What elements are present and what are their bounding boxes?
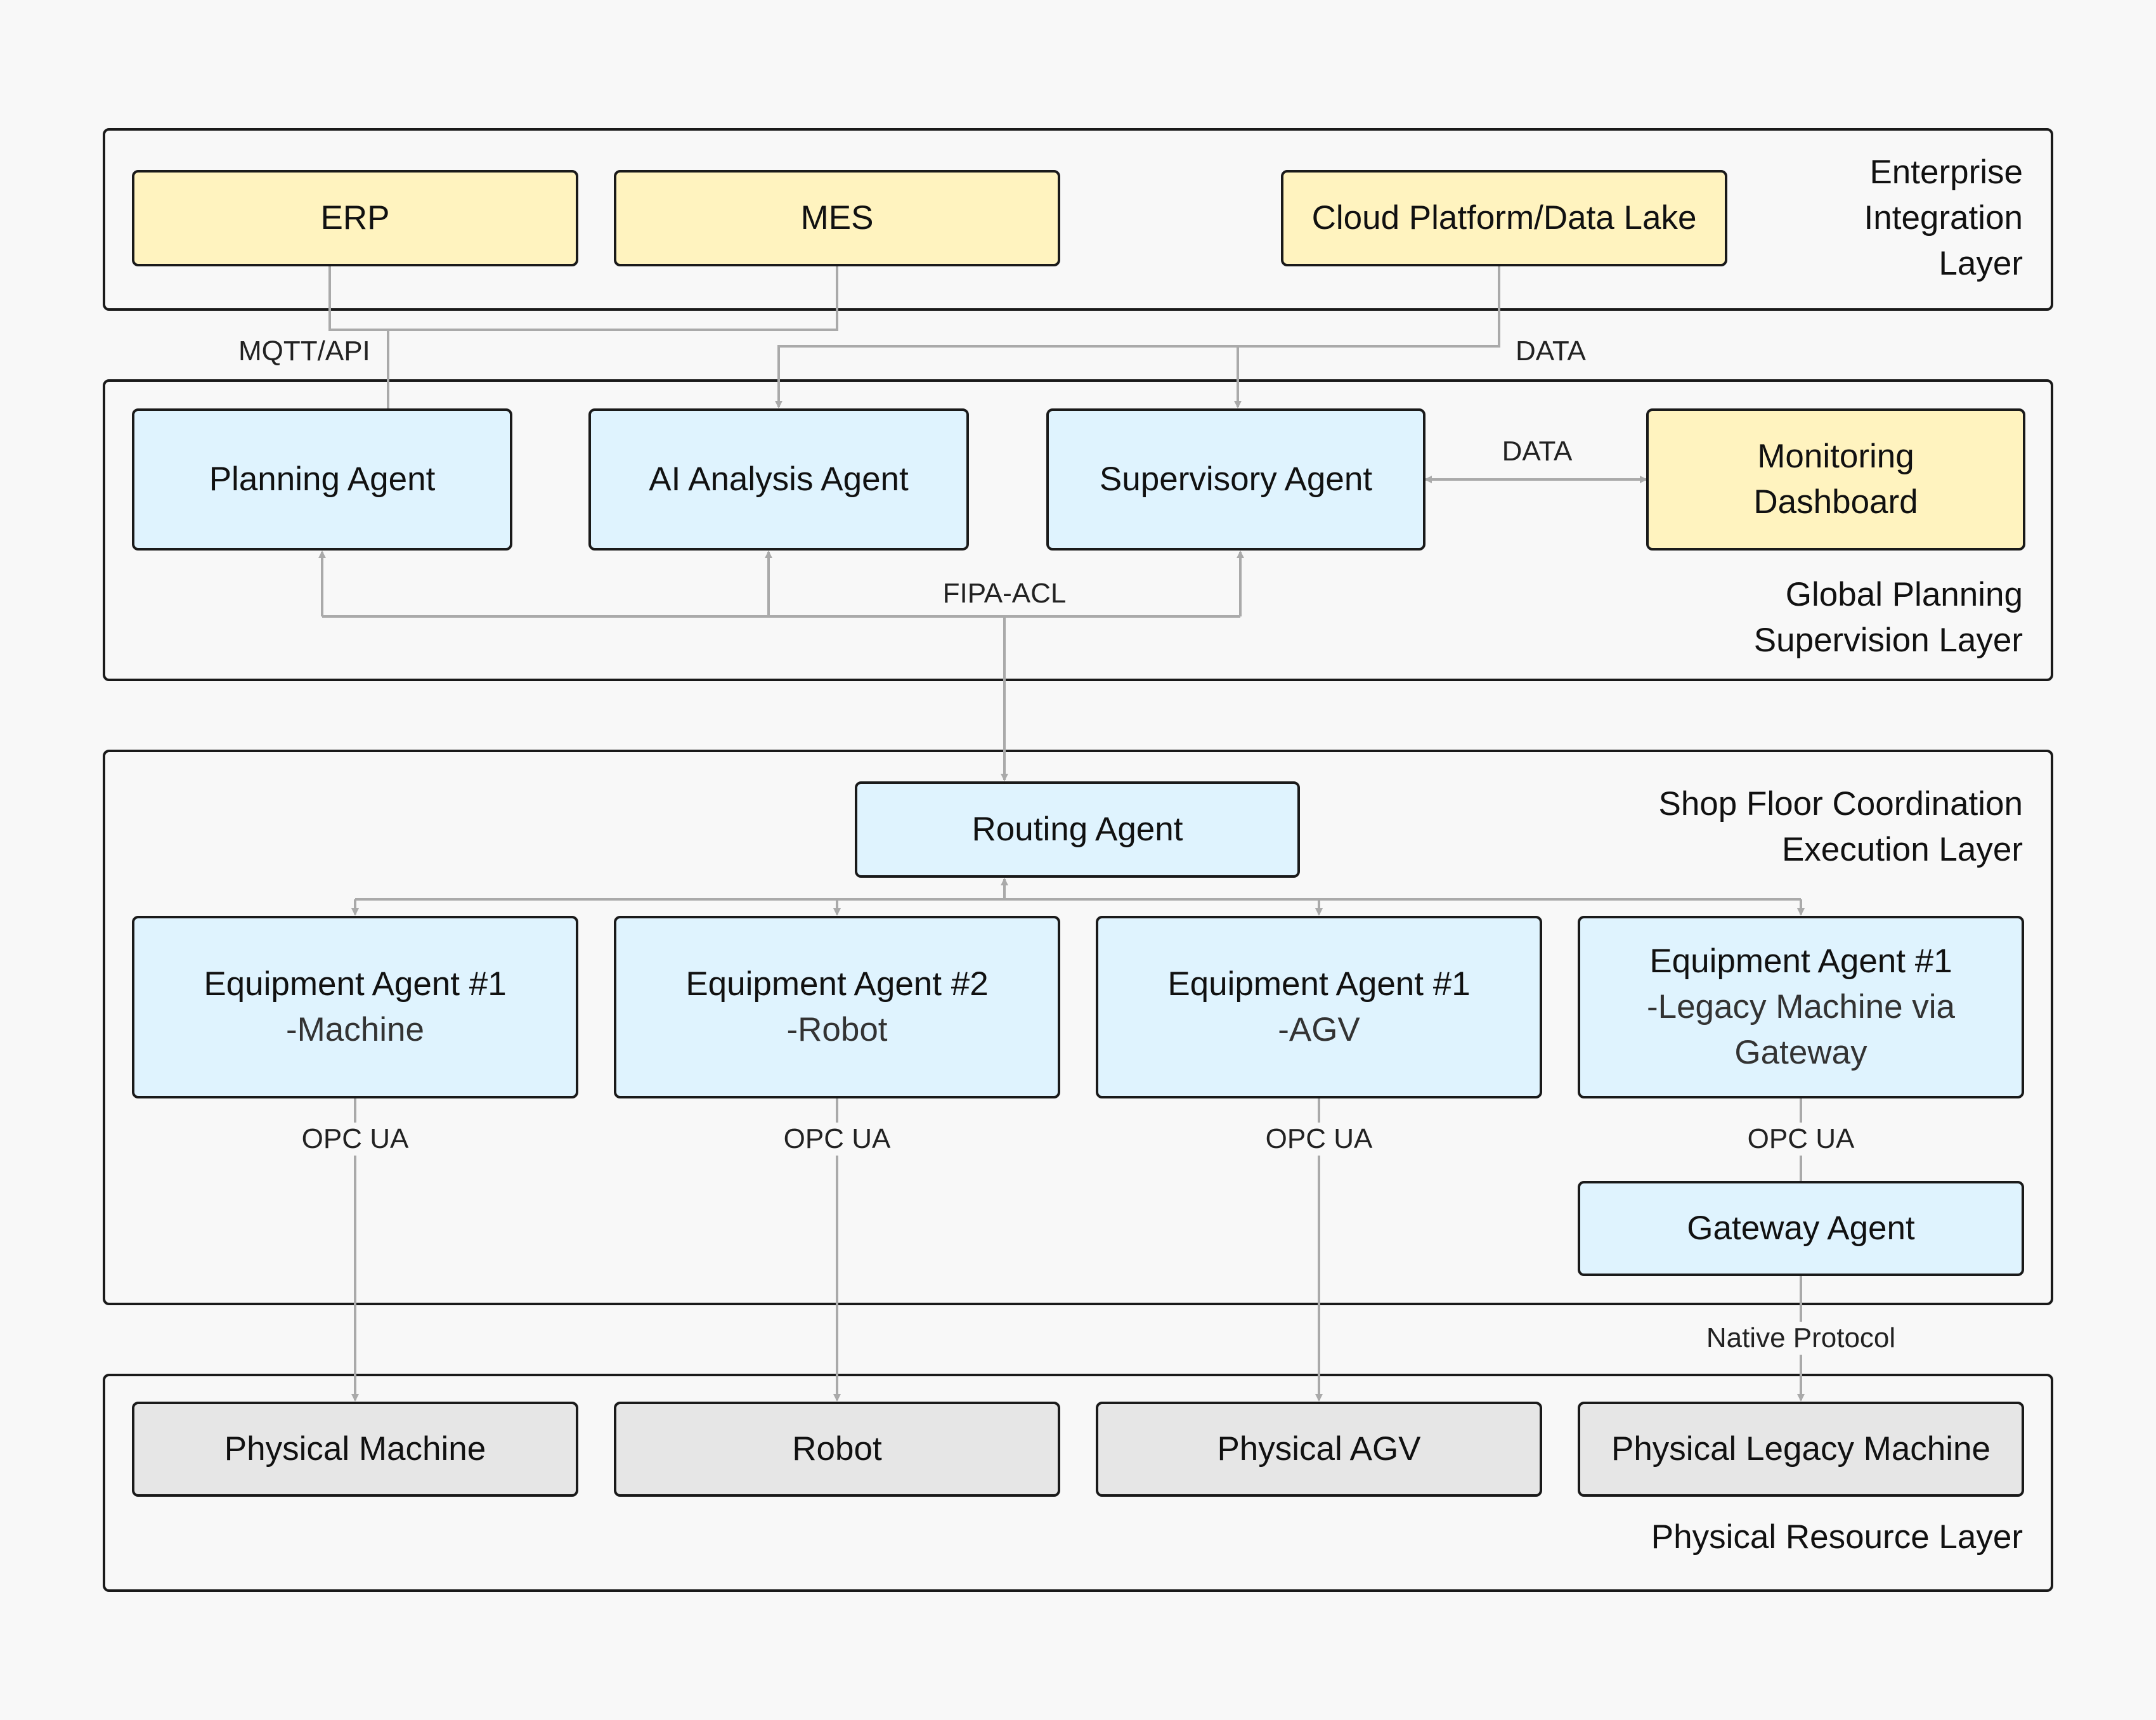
opc-ua-label: OPC UA — [1743, 1123, 1859, 1156]
data-label: DATA — [1502, 436, 1573, 467]
node-title: Equipment Agent #1 — [1167, 965, 1471, 1003]
node-label: AI Analysis Agent — [649, 460, 909, 498]
ai-analysis-agent-node[interactable]: AI Analysis Agent — [588, 408, 969, 551]
node-subtitle: -Robot — [786, 1011, 888, 1048]
layer-title-line: Shop Floor Coordination — [1658, 785, 2023, 823]
layer-title-line: Global Planning — [1785, 576, 2023, 613]
node-label: Cloud Platform/Data Lake — [1311, 199, 1697, 237]
equipment-agent-robot-node[interactable]: Equipment Agent #2 -Robot — [614, 916, 1060, 1098]
opc-ua-label: OPC UA — [1261, 1123, 1377, 1156]
physical-machine-node[interactable]: Physical Machine — [132, 1402, 578, 1497]
node-subtitle: -AGV — [1278, 1011, 1360, 1048]
robot-node[interactable]: Robot — [614, 1402, 1060, 1497]
node-label: Physical Machine — [224, 1430, 486, 1468]
node-subtitle: -Machine — [286, 1011, 424, 1048]
data-label: DATA — [1516, 336, 1586, 367]
erp-node[interactable]: ERP — [132, 170, 578, 266]
routing-agent-node[interactable]: Routing Agent — [855, 781, 1300, 878]
node-label: Supervisory Agent — [1099, 460, 1373, 498]
layer-title-line: Physical Resource Layer — [1651, 1518, 2023, 1556]
equipment-agent-legacy-node[interactable]: Equipment Agent #1 -Legacy Machine via G… — [1578, 916, 2024, 1098]
layer-title-line: Integration — [1864, 199, 2023, 237]
cloud-platform-node[interactable]: Cloud Platform/Data Lake — [1281, 170, 1727, 266]
physical-agv-node[interactable]: Physical AGV — [1096, 1402, 1542, 1497]
node-label: Dashboard — [1753, 483, 1918, 521]
mqtt-api-label: MQTT/API — [238, 336, 370, 367]
node-label: Gateway Agent — [1687, 1209, 1915, 1247]
data-connector — [775, 265, 1500, 408]
node-subtitle: Gateway — [1734, 1034, 1867, 1071]
native-protocol-label: Native Protocol — [1702, 1322, 1900, 1355]
layer-title: Global Planning Supervision Layer — [1754, 572, 2023, 663]
equipment-agent-machine-node[interactable]: Equipment Agent #1 -Machine — [132, 916, 578, 1098]
node-label: MES — [800, 199, 874, 237]
opc-ua-label: OPC UA — [297, 1123, 413, 1156]
node-label: Monitoring — [1757, 438, 1914, 475]
planning-agent-node[interactable]: Planning Agent — [132, 408, 512, 551]
equipment-agent-agv-node[interactable]: Equipment Agent #1 -AGV — [1096, 916, 1542, 1098]
layer-title-line: Execution Layer — [1781, 831, 2023, 868]
node-title: Equipment Agent #1 — [1649, 942, 1952, 980]
node-label: Robot — [792, 1430, 882, 1468]
supervisory-agent-node[interactable]: Supervisory Agent — [1046, 408, 1425, 551]
node-subtitle: -Legacy Machine via — [1646, 988, 1956, 1026]
node-label: Physical AGV — [1217, 1430, 1421, 1468]
layer-title: Physical Resource Layer — [1651, 1515, 2023, 1560]
physical-legacy-machine-node[interactable]: Physical Legacy Machine — [1578, 1402, 2024, 1497]
node-label: ERP — [320, 199, 390, 237]
node-title: Equipment Agent #1 — [204, 965, 507, 1003]
layer-title-line: Supervision Layer — [1753, 622, 2023, 659]
mqtt-api-connector — [328, 265, 838, 331]
monitoring-dashboard-node[interactable]: Monitoring Dashboard — [1646, 408, 2025, 551]
node-label: Routing Agent — [971, 811, 1183, 848]
layer-title-line: Enterprise — [1869, 153, 2023, 191]
layer-title-line: Layer — [1938, 245, 2023, 282]
node-label: Planning Agent — [209, 460, 436, 498]
opc-ua-label: OPC UA — [779, 1123, 895, 1156]
layer-title: Enterprise Integration Layer — [1864, 150, 2023, 287]
mes-node[interactable]: MES — [614, 170, 1060, 266]
node-label: Physical Legacy Machine — [1611, 1430, 1991, 1468]
fipa-acl-label: FIPA-ACL — [938, 577, 1070, 610]
node-title: Equipment Agent #2 — [685, 965, 989, 1003]
layer-title: Shop Floor Coordination Execution Layer — [1658, 781, 2023, 873]
gateway-agent-node[interactable]: Gateway Agent — [1578, 1181, 2024, 1276]
